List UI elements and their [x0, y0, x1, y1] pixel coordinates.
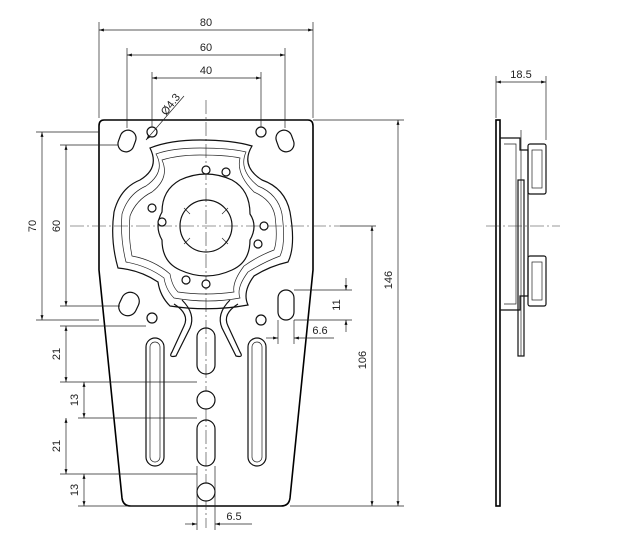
dim-label-13-upper: 13	[69, 394, 81, 406]
top-holes	[117, 126, 295, 153]
mid-left-slot	[118, 291, 140, 317]
center-slot-upper	[196, 327, 216, 375]
dim-label-80: 80	[200, 17, 212, 29]
side-boss-upper	[527, 143, 547, 195]
front-dimensions: 80 60 40 Ø4.3 70 60 11 6.	[27, 17, 404, 530]
spring-clip-left	[170, 299, 193, 358]
dim-label-106: 106	[357, 351, 369, 369]
side-boss-lower	[527, 255, 547, 307]
hub-hole	[181, 275, 191, 285]
hub-bore	[179, 199, 233, 253]
mid-left-hole	[146, 312, 158, 324]
dim-label-diameter: Ø4.3	[159, 92, 183, 118]
long-slot-right	[247, 337, 267, 467]
center-slot-lower	[196, 419, 216, 467]
dim-label-6-6: 6.6	[312, 325, 327, 337]
plate-outline	[98, 119, 314, 507]
front-view	[70, 100, 340, 528]
hub-hole	[201, 165, 211, 175]
dim-label-21-lower: 21	[51, 440, 63, 452]
center-hole-lower	[196, 482, 216, 502]
long-slot-left-inner	[149, 341, 161, 463]
dim-label-60: 60	[200, 42, 212, 54]
center-hole-upper	[196, 390, 216, 410]
side-plate	[495, 119, 501, 507]
spring-clip-right	[219, 299, 242, 358]
clover-bracket-outer	[112, 139, 294, 310]
hub-holes	[147, 165, 269, 289]
long-slot-right-inner	[251, 341, 263, 463]
clover-bracket-inner	[121, 147, 284, 302]
dim-label-21-upper: 21	[51, 348, 63, 360]
dim-label-18-5: 18.5	[510, 69, 531, 81]
dim-label-6-5: 6.5	[226, 511, 241, 523]
mid-right-hole	[255, 314, 267, 326]
dim-label-60-vertical: 60	[51, 220, 63, 232]
dim-label-13-lower: 13	[69, 484, 81, 496]
hub-hole	[259, 221, 269, 231]
side-view: 18.5	[486, 69, 560, 507]
hub-key-notches	[183, 207, 229, 245]
dim-label-146: 146	[383, 271, 395, 289]
side-bracket-inner	[504, 143, 517, 305]
dim-label-40: 40	[200, 65, 212, 77]
dim-label-70: 70	[27, 220, 39, 232]
top-left-slot	[117, 129, 137, 153]
hub-hole	[157, 217, 167, 227]
hub-hole	[147, 203, 157, 213]
hub-hole	[201, 279, 211, 289]
mid-right-slot	[277, 289, 295, 321]
top-right-hole	[255, 126, 267, 138]
dim-label-11: 11	[331, 299, 343, 310]
hub-hole	[221, 167, 231, 177]
dim-leader-diameter	[145, 95, 185, 141]
clover-bracket-inner2	[128, 154, 277, 295]
side-bracket	[500, 137, 529, 311]
hub-hole	[253, 239, 263, 249]
long-slot-left	[145, 337, 165, 467]
top-right-slot	[275, 129, 295, 153]
